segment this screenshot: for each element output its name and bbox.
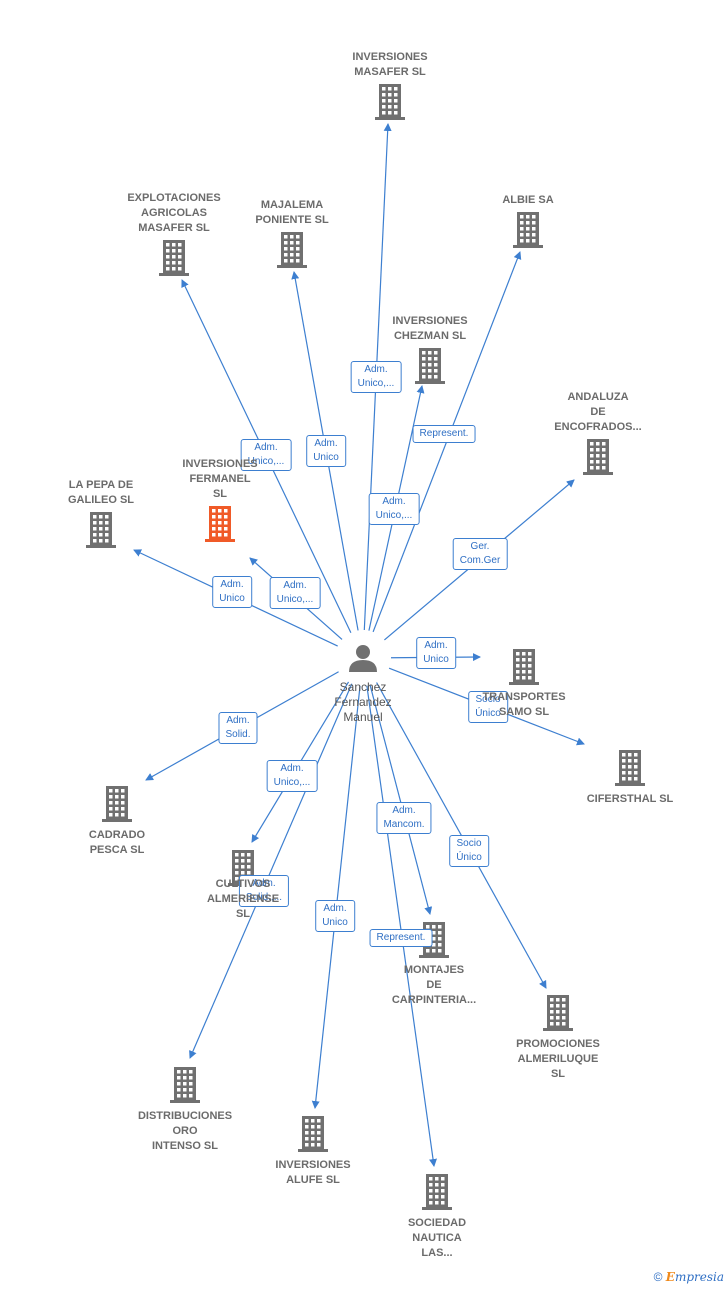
edge-label-cifersthal[interactable]: Socio Único	[468, 691, 508, 723]
company-label-promociones[interactable]: PROMOCIONES ALMERILUQUE SL	[516, 1038, 600, 1080]
edge-label-albie[interactable]: Represent.	[412, 425, 476, 443]
building-icon[interactable]	[298, 1116, 328, 1152]
edge-label-majalema[interactable]: Adm. Unico	[306, 435, 346, 467]
building-icon[interactable]	[615, 750, 645, 786]
company-label-andaluza[interactable]: ANDALUZA DE ENCOFRADOS...	[554, 391, 642, 433]
edge-label-chezman[interactable]: Adm. Unico,...	[368, 493, 420, 525]
edge-nautica	[366, 685, 437, 1167]
brand-logo[interactable]: Empresia	[665, 1270, 724, 1284]
building-icon[interactable]	[375, 84, 405, 120]
company-label-transportes[interactable]: TRANSPORTES SAMO SL	[482, 691, 566, 718]
company-label-pepa[interactable]: LA PEPA DE GALILEO SL	[68, 479, 134, 506]
building-icon[interactable]	[102, 786, 132, 822]
building-highlight-icon[interactable]	[205, 506, 235, 542]
company-label-inversiones-masafer[interactable]: INVERSIONES MASAFER SL	[352, 51, 428, 78]
company-label-fermanel[interactable]: INVERSIONES FERMANEL SL	[182, 458, 258, 500]
company-label-cifersthal[interactable]: CIFERSTHAL SL	[586, 793, 674, 805]
building-icon[interactable]	[422, 1174, 452, 1210]
edge-label-promociones[interactable]: Socio Único	[449, 835, 489, 867]
person-label[interactable]: Sanchez Fernandez Manuel	[334, 680, 392, 724]
edge-label-inversiones-masafer[interactable]: Adm. Unico,...	[350, 361, 402, 393]
company-label-explotaciones[interactable]: EXPLOTACIONES AGRICOLAS MASAFER SL	[127, 192, 221, 234]
edge-label-pepa[interactable]: Adm. Unico	[212, 576, 252, 608]
edge-label-cultivos[interactable]: Adm. Unico,...	[266, 760, 318, 792]
edge-label-nautica[interactable]: Represent.	[369, 929, 433, 947]
company-label-distribuciones[interactable]: DISTRIBUCIONES ORO INTENSO SL	[137, 1110, 233, 1152]
company-label-albie[interactable]: ALBIE SA	[502, 194, 554, 206]
person-icon[interactable]	[349, 645, 377, 672]
building-icon[interactable]	[513, 212, 543, 248]
edge-label-alufe[interactable]: Adm. Unico	[315, 900, 355, 932]
company-label-montajes[interactable]: MONTAJES DE CARPINTERIA...	[391, 964, 477, 1006]
building-icon[interactable]	[159, 240, 189, 276]
building-icon[interactable]	[509, 649, 539, 685]
building-icon[interactable]	[543, 995, 573, 1031]
edge-label-montajes[interactable]: Adm. Mancom.	[376, 802, 432, 834]
company-label-cadrado[interactable]: CADRADO PESCA SL	[88, 829, 146, 856]
edge-label-andaluza[interactable]: Ger. Com.Ger	[452, 538, 508, 570]
building-icon[interactable]	[277, 232, 307, 268]
edge-label-transportes[interactable]: Adm. Unico	[416, 637, 456, 669]
edge-label-fermanel[interactable]: Adm. Unico,...	[269, 577, 321, 609]
company-label-chezman[interactable]: INVERSIONES CHEZMAN SL	[392, 315, 468, 342]
edge-montajes	[369, 684, 433, 915]
edge-label-distribuciones[interactable]: Adm. Solid.,...	[238, 875, 290, 907]
building-icon[interactable]	[170, 1067, 200, 1103]
company-label-nautica[interactable]: SOCIEDAD NAUTICA LAS...	[407, 1217, 467, 1259]
footer: © Empresia	[654, 1270, 724, 1284]
edge-label-cadrado[interactable]: Adm. Solid.	[218, 712, 258, 744]
company-label-majalema[interactable]: MAJALEMA PONIENTE SL	[255, 199, 329, 226]
edge-distribuciones	[189, 683, 353, 1059]
building-icon[interactable]	[583, 439, 613, 475]
edge-alufe	[311, 685, 361, 1109]
company-label-alufe[interactable]: INVERSIONES ALUFE SL	[275, 1159, 351, 1186]
company-label-cultivos[interactable]: CULTIVOS ALMERIENSE SL	[206, 878, 280, 920]
building-icon[interactable]	[415, 348, 445, 384]
building-icon[interactable]	[86, 512, 116, 548]
edge-label-explotaciones[interactable]: Adm. Unico,...	[240, 439, 292, 471]
copyright-icon: ©	[653, 1270, 663, 1284]
